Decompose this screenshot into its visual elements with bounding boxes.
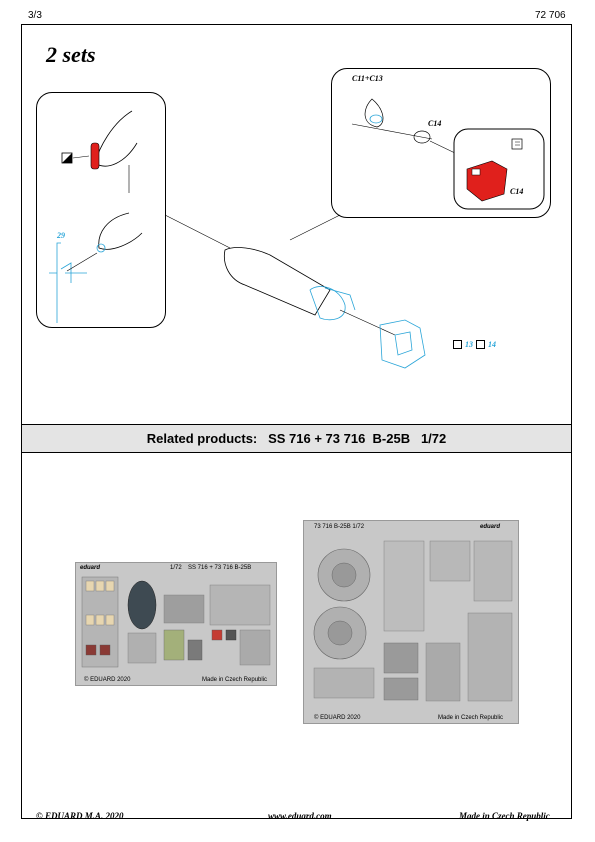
sets-title: 2 sets [46,42,96,67]
sheet-right-made-in: Made in Czech Republic [438,715,504,721]
sheet-left-code: SS 716 + 73 716 B-25B [188,565,252,571]
footer-made-in: Made in Czech Republic [459,811,550,821]
main-assembly-drawing [164,214,426,369]
photoetch-sheet-left: eduard 1/72 SS 716 + 73 716 B-25B © EDUA… [75,562,277,686]
step-ref-13: 13 [465,340,473,349]
right-detail-drawing [351,98,545,210]
sheet-right-brand: eduard [480,524,501,530]
related-products-list: SS 716 + 73 716 B-25B 1/72 [268,431,447,446]
sheet-right-parts [313,540,513,702]
step-label-29: 29 [57,231,65,240]
sheet-right-copyright: © EDUARD 2020 [314,715,361,721]
sheet-left-copyright: © EDUARD 2020 [84,677,131,683]
related-products-band: Related products: SS 716 + 73 716 B-25B … [22,424,571,453]
sheet-left-made-in: Made in Czech Republic [202,677,268,683]
left-detail-drawing [49,110,143,323]
assembly-step-icon [453,340,462,349]
left-detail-panel: 29 [36,92,166,328]
page-frame [21,24,572,819]
photoetch-sheet-right: 73 716 B-25B 1/72 eduard © EDUARD 2020 M… [303,520,519,724]
footer-copyright: © EDUARD M.A. 2020 [36,811,124,821]
step-ref-14: 14 [488,340,496,349]
sheet-left-scale: 1/72 [170,565,182,571]
sheet-left-brand: eduard [80,565,101,571]
part-label-c14: C14 [428,119,442,128]
part-label-c11-c13: C11+C13 [352,74,383,83]
part-label-c14-red: C14 [510,187,524,196]
rotate-view-icon [476,340,485,349]
sheet-right-code: 73 716 B-25B 1/72 [314,524,365,530]
page-number: 3/3 [28,10,42,21]
footer-website[interactable]: www.eduard.com [268,811,332,821]
right-detail-panel: C11+C13 C14 C14 [331,68,551,218]
step-references: 13 14 [453,340,496,349]
document-number: 72 706 [535,10,566,21]
sheet-left-parts [81,576,271,668]
related-products-label: Related products: [146,431,258,446]
